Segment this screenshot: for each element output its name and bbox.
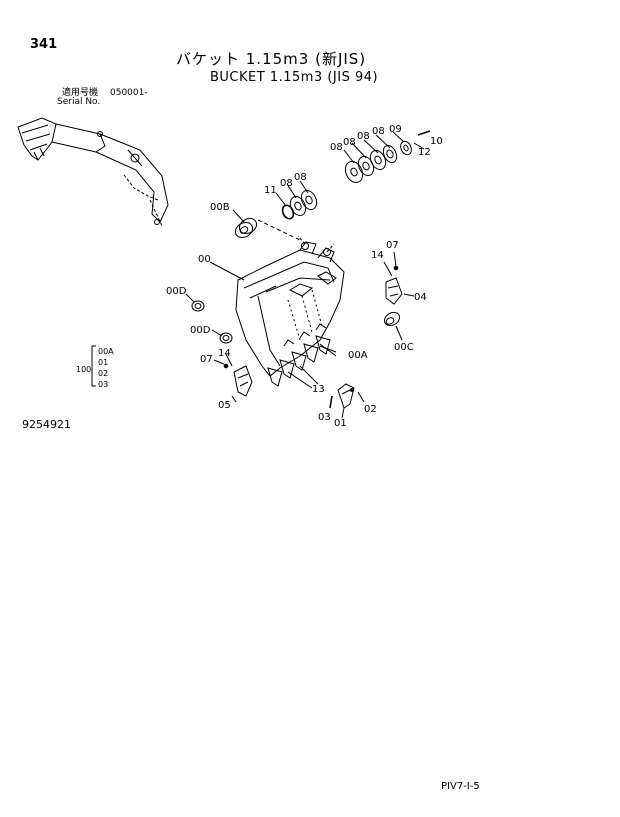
callout-11: 11: [264, 185, 277, 196]
set-item: 02: [98, 369, 108, 378]
serial-value: 050001-: [110, 88, 148, 98]
set-item: 00A: [98, 347, 114, 356]
serial-label-japanese: 適用号機: [62, 88, 99, 98]
teeth-row: [267, 323, 337, 387]
bushing-00C: [383, 311, 403, 341]
callout-07-left: 07: [200, 354, 213, 365]
callout-00: 00: [198, 254, 211, 265]
set-item: 03: [98, 380, 108, 389]
drawing-number: 9254921: [22, 418, 71, 431]
excavator-arm-thumbnail: [17, 117, 169, 227]
title-japanese: バケット 1.15m3 (新JIS): [176, 50, 367, 68]
callout-05: 05: [218, 400, 231, 411]
serial-label-english: Serial No.: [57, 97, 101, 107]
callout-labels: 00 00A 00B 00C 00D 00D 01 02 03 04 05 07…: [166, 124, 443, 429]
title-english: BUCKET 1.15m3 (JIS 94): [210, 70, 379, 85]
callout-02: 02: [364, 404, 377, 415]
tooth-assembly: [329, 383, 365, 419]
callout-00C: 00C: [394, 342, 414, 353]
callout-00B: 00B: [210, 202, 230, 213]
pin-chain-upper: [275, 130, 431, 220]
callout-12: 12: [418, 147, 431, 158]
callout-08-a: 08: [330, 142, 343, 153]
callout-07-right: 07: [386, 240, 399, 251]
callout-09: 09: [389, 124, 402, 135]
callout-04: 04: [414, 292, 427, 303]
callout-08-c: 08: [357, 131, 370, 142]
page-number: 341: [30, 37, 58, 52]
callout-10: 10: [430, 136, 443, 147]
callout-00D-lower: 00D: [190, 325, 211, 336]
callout-08-d: 08: [372, 126, 385, 137]
footer-code: PIV7-I-5: [441, 781, 480, 792]
bucket-body: [235, 235, 345, 377]
bushing-00D: [185, 293, 233, 344]
set-item: 01: [98, 358, 108, 367]
callout-01: 01: [334, 418, 347, 429]
callout-14-left: 14: [218, 348, 231, 359]
callout-08-b: 08: [343, 137, 356, 148]
callout-00A: 00A: [348, 350, 368, 361]
callout-13: 13: [312, 384, 325, 395]
callout-08-f: 08: [294, 172, 307, 183]
set-group: 100 00A 01 02 03: [76, 347, 114, 389]
side-cutter-left: [213, 353, 253, 403]
side-cutter-right: [383, 251, 415, 305]
callout-03: 03: [318, 412, 331, 423]
bushing-00B: [232, 209, 301, 241]
set-total: 100: [76, 365, 91, 374]
callout-08-e: 08: [280, 178, 293, 189]
callout-00D-upper: 00D: [166, 286, 187, 297]
callout-14-right: 14: [371, 250, 384, 261]
